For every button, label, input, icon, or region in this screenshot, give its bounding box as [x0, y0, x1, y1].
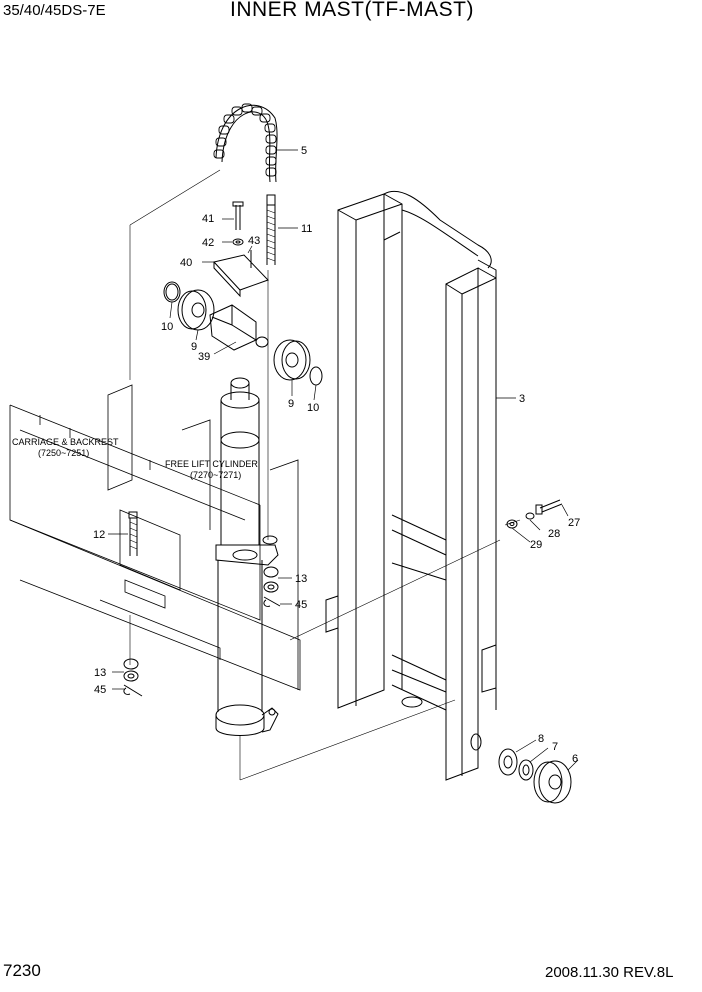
anchor-bolt [266, 194, 276, 265]
callout-45a: 45 [295, 599, 307, 611]
page-title: INNER MAST(TF-MAST) [230, 0, 474, 21]
revision-date: 2008.11.30 REV.8L [545, 964, 674, 981]
callout-10a: 10 [161, 321, 173, 333]
callout-40: 40 [180, 257, 192, 269]
model-label: 35/40/45DS-7E [3, 2, 106, 19]
inner-mast [325, 190, 497, 781]
callout-12: 12 [93, 529, 105, 541]
carriage-backrest [9, 384, 301, 691]
cylinder-note: FREE LIFT CYLINDER [165, 459, 258, 469]
bolt-washers [506, 499, 563, 529]
callout-27: 27 [568, 517, 580, 529]
carriage-note: CARRIAGE & BACKREST [12, 437, 119, 447]
lower-roller [498, 748, 572, 804]
page-number: 7230 [3, 961, 41, 980]
callout-6: 6 [572, 753, 578, 765]
callout-9a: 9 [191, 341, 197, 353]
callout-13b: 13 [94, 667, 106, 679]
callout-8: 8 [538, 733, 544, 745]
callout-leaders [108, 149, 579, 771]
callout-42: 42 [202, 237, 214, 249]
callout-11: 11 [301, 223, 312, 235]
callout-13a: 13 [295, 573, 307, 585]
callout-3: 3 [519, 393, 525, 405]
callout-43: 43 [248, 235, 260, 247]
callout-39: 39 [198, 351, 210, 363]
callout-10b: 10 [307, 402, 319, 414]
callout-45b: 45 [94, 684, 106, 696]
bracket-assembly [213, 201, 269, 298]
callout-9b: 9 [288, 398, 294, 410]
callout-41: 41 [202, 213, 214, 225]
callout-5: 5 [301, 145, 307, 157]
cylinder-ref: (7270~7271) [190, 470, 241, 480]
free-lift-cylinder [215, 377, 279, 736]
callout-7: 7 [552, 741, 558, 753]
chain [213, 103, 278, 183]
bolt-12 [128, 511, 138, 556]
nuts-and-pins [123, 566, 281, 697]
rollers [163, 281, 323, 386]
callout-28: 28 [548, 528, 560, 540]
carriage-ref: (7250~7251) [38, 448, 89, 458]
callout-29: 29 [530, 539, 542, 551]
